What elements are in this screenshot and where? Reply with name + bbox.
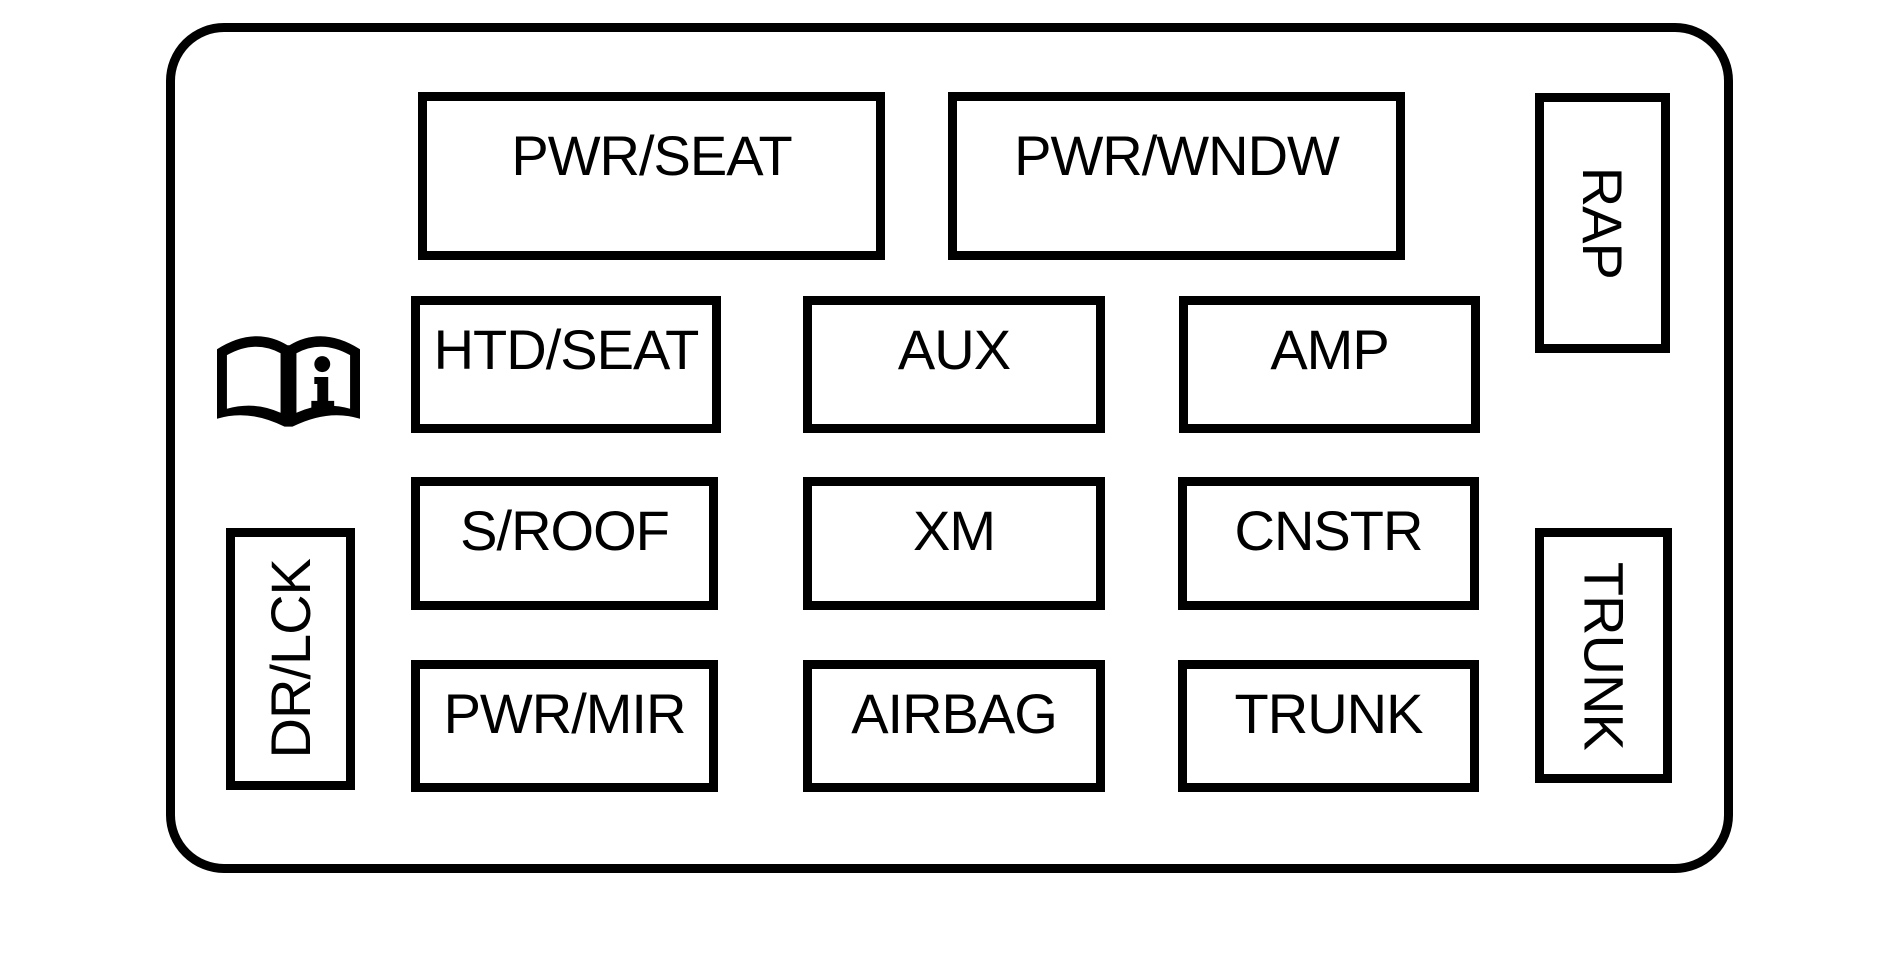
fuse-pwr-seat-label: PWR/SEAT: [511, 124, 792, 187]
fuse-dr-lck: DR/LCK: [226, 528, 355, 790]
fuse-cnstr-label: CNSTR: [1234, 499, 1424, 562]
fuse-aux: AUX: [803, 296, 1105, 433]
fuse-cnstr: CNSTR: [1178, 477, 1479, 610]
fuse-pwr-wndw: PWR/WNDW: [948, 92, 1405, 260]
fuse-xm: XM: [803, 477, 1105, 610]
open-book-info-icon: [217, 336, 360, 427]
fuse-trunk-side-label: TRUNK: [1572, 561, 1636, 750]
fuse-trunk-side: TRUNK: [1535, 528, 1672, 783]
fuse-htd-seat-label: HTD/SEAT: [433, 318, 700, 381]
fuse-trunk-center-label: TRUNK: [1234, 682, 1424, 745]
fuse-s-roof: S/ROOF: [411, 477, 718, 610]
fuse-xm-label: XM: [913, 499, 996, 562]
fuse-htd-seat: HTD/SEAT: [411, 296, 721, 433]
fuse-trunk-center: TRUNK: [1178, 660, 1479, 792]
fuse-dr-lck-label: DR/LCK: [258, 559, 322, 759]
fuse-rap-label: RAP: [1571, 166, 1635, 280]
fuse-pwr-seat: PWR/SEAT: [418, 92, 885, 260]
fuse-pwr-mir: PWR/MIR: [411, 660, 718, 792]
fuse-airbag: AIRBAG: [803, 660, 1105, 792]
fuse-airbag-label: AIRBAG: [851, 682, 1058, 745]
fuse-aux-label: AUX: [897, 318, 1011, 381]
fuse-pwr-wndw-label: PWR/WNDW: [1014, 124, 1340, 187]
fuse-s-roof-label: S/ROOF: [460, 499, 670, 562]
fuse-rap: RAP: [1535, 93, 1670, 353]
fuse-pwr-mir-label: PWR/MIR: [443, 682, 687, 745]
fuse-amp-label: AMP: [1270, 318, 1389, 381]
fuse-amp: AMP: [1179, 296, 1480, 433]
